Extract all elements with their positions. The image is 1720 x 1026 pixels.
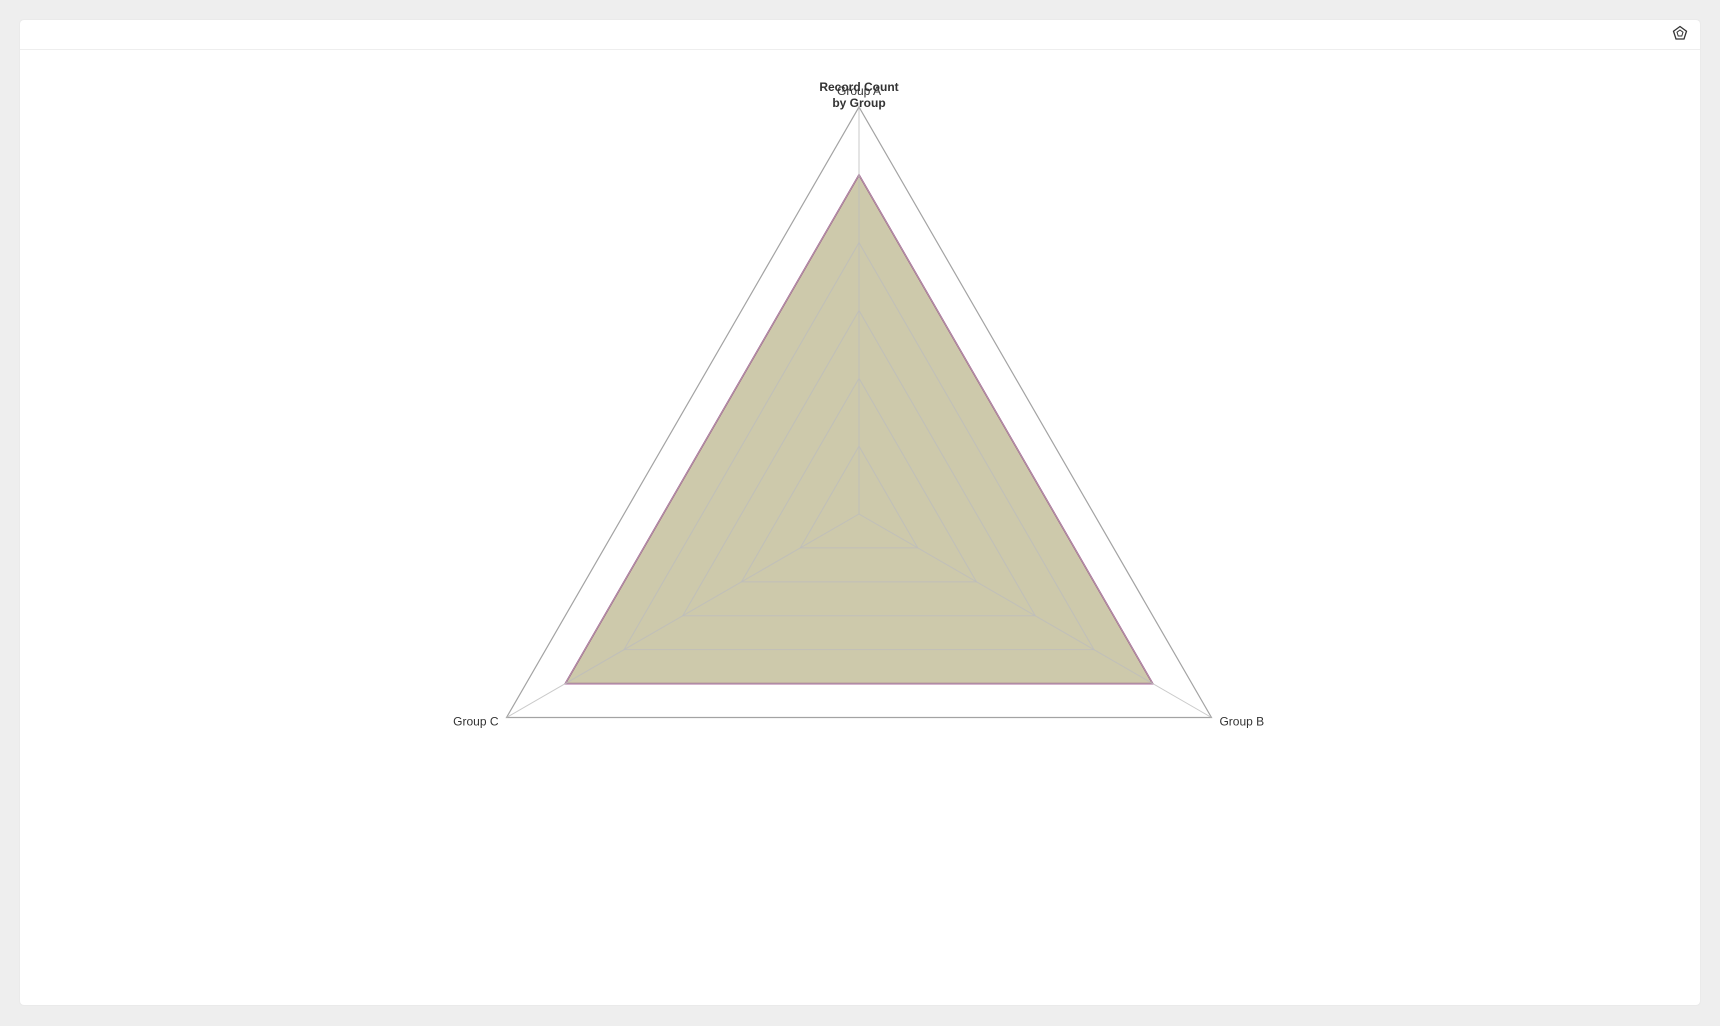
category-label: Group B bbox=[1219, 715, 1264, 729]
category-label: Group A bbox=[837, 84, 881, 98]
category-label: Group C bbox=[453, 715, 499, 729]
radar-spoke bbox=[858, 513, 1212, 718]
radar-grid-ring bbox=[564, 173, 1154, 685]
radar-category-labels: Group A Group B Group C bbox=[453, 84, 1264, 729]
chart-title-line-2: by Group bbox=[832, 96, 885, 110]
radar-grid-ring bbox=[505, 105, 1213, 719]
radar-grid-ring bbox=[740, 377, 978, 583]
radar-grid bbox=[505, 105, 1213, 719]
chart-type-button[interactable] bbox=[1670, 25, 1690, 45]
card-header bbox=[20, 20, 1700, 50]
chart-title-line-1: Record Count bbox=[819, 80, 898, 94]
radar-spoke bbox=[506, 513, 860, 718]
radar-grid-ring bbox=[799, 445, 919, 549]
radar-grid-ring bbox=[681, 309, 1037, 617]
pentagon-chart-icon bbox=[1672, 25, 1688, 46]
radar-grid-ring bbox=[623, 241, 1095, 651]
